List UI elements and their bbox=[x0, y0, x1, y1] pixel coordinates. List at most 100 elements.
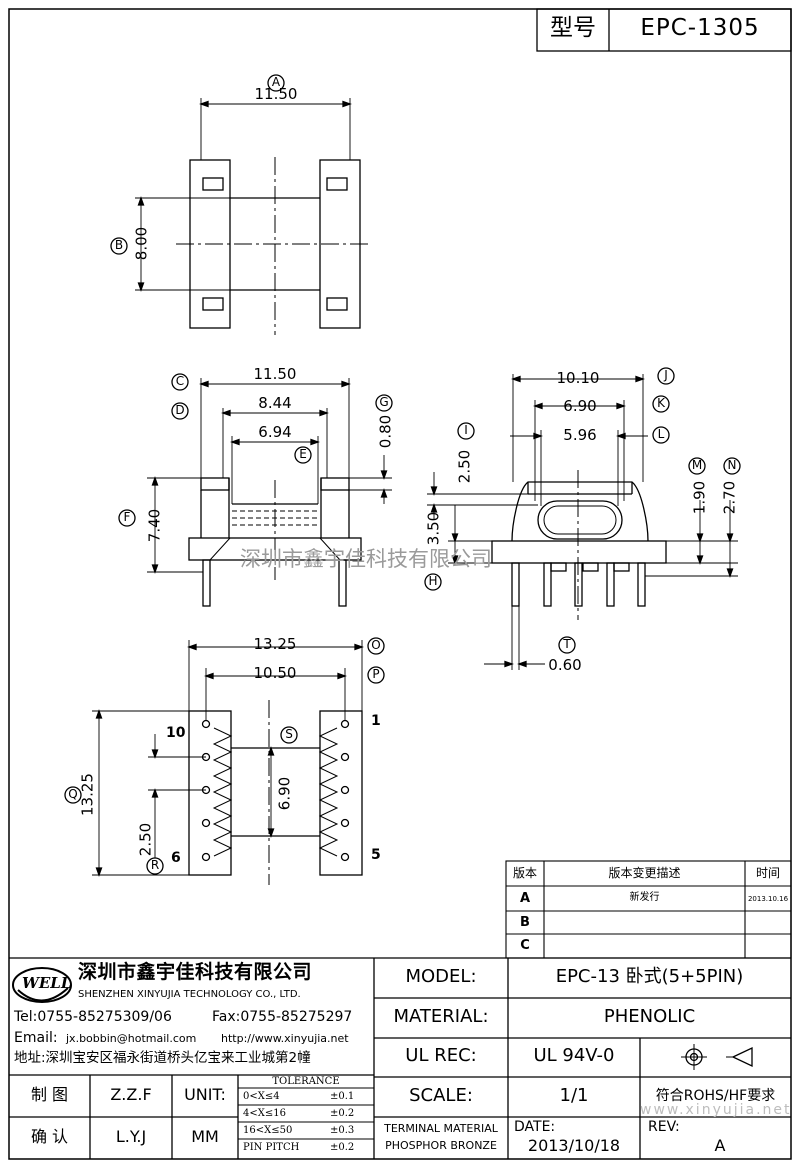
company-address: 地址:深圳宝安区福永街道桥头亿宝来工业城第2幢 bbox=[14, 1050, 311, 1066]
rev-row-c-rev: C bbox=[520, 938, 530, 953]
scale-label: SCALE: bbox=[409, 1085, 473, 1106]
company-tel: Tel:0755-85275309/06 bbox=[14, 1009, 172, 1025]
check-name: L.Y.J bbox=[115, 1127, 147, 1146]
dim-value-q: 13.25 bbox=[78, 773, 97, 816]
dim-value-t: 0.60 bbox=[548, 656, 582, 674]
rev-row-a-desc: 新发行 bbox=[629, 892, 660, 903]
check-label: 确 认 bbox=[30, 1127, 69, 1146]
pin-label-6: 6 bbox=[171, 850, 181, 866]
scale-value: 1/1 bbox=[559, 1085, 589, 1106]
rev-label: REV: bbox=[648, 1119, 680, 1135]
ulrec-value: UL 94V-0 bbox=[533, 1045, 615, 1066]
company-name-en: SHENZHEN XINYUJIA TECHNOLOGY CO., LTD. bbox=[78, 989, 301, 1000]
rev-header-version: 版本 bbox=[512, 866, 537, 880]
dim-tag-p: P bbox=[372, 667, 380, 681]
tolerance-value-2: ±0.2 bbox=[330, 1108, 355, 1119]
ulrec-label: UL REC: bbox=[405, 1045, 477, 1066]
projection-symbol-icon bbox=[681, 1044, 753, 1070]
dim-value-b: 8.00 bbox=[132, 226, 151, 261]
dim-value-a: 11.50 bbox=[254, 85, 298, 103]
tolerance-value-4: ±0.2 bbox=[330, 1142, 355, 1153]
date-value: 2013/10/18 bbox=[527, 1136, 621, 1155]
tolerance-range-4: PIN PITCH bbox=[243, 1142, 300, 1153]
rev-row-a-time: 2013.10.16 bbox=[747, 895, 789, 903]
pin-label-5: 5 bbox=[371, 847, 381, 863]
tolerance-title: TOLERANCE bbox=[272, 1076, 340, 1087]
dim-tag-f: F bbox=[123, 510, 131, 524]
model-label: MODEL: bbox=[405, 966, 477, 987]
dim-value-k: 6.90 bbox=[563, 397, 597, 415]
rev-value: A bbox=[714, 1136, 726, 1155]
tolerance-range-1: 0<X≤4 bbox=[243, 1091, 280, 1102]
date-label: DATE: bbox=[514, 1119, 556, 1135]
watermark: 深圳市鑫宇佳科技有限公司 bbox=[240, 547, 492, 571]
bottom-view bbox=[64, 637, 385, 885]
well-logo bbox=[12, 967, 72, 1003]
dim-tag-j: J bbox=[664, 368, 668, 382]
top-view bbox=[110, 74, 372, 335]
terminal-label: TERMINAL MATERIAL bbox=[384, 1122, 498, 1135]
dim-tag-q: Q bbox=[68, 787, 78, 801]
dim-value-m: 1.90 bbox=[690, 480, 709, 515]
title-block-grid bbox=[9, 957, 791, 1159]
company-name-cn: 深圳市鑫宇佳科技有限公司 bbox=[78, 961, 313, 983]
type-label: 型号 bbox=[550, 15, 596, 41]
dim-tag-t: T bbox=[563, 637, 571, 651]
dim-value-o: 13.25 bbox=[253, 635, 297, 653]
dim-value-e: 6.94 bbox=[258, 423, 292, 441]
tolerance-range-2: 4<X≤16 bbox=[243, 1108, 286, 1119]
header-box bbox=[536, 8, 792, 52]
dim-tag-a: A bbox=[271, 75, 281, 89]
pin-label-1: 1 bbox=[371, 713, 381, 729]
dim-value-r: 2.50 bbox=[136, 822, 155, 857]
draw-name: Z.Z.F bbox=[110, 1085, 152, 1104]
dim-value-h: 3.50 bbox=[424, 511, 443, 546]
dim-tag-c: C bbox=[175, 374, 185, 388]
model-value: EPC-13 卧式(5+5PIN) bbox=[555, 966, 744, 987]
side-view bbox=[424, 367, 741, 670]
dim-tag-g: G bbox=[379, 395, 389, 409]
material-label: MATERIAL: bbox=[393, 1006, 489, 1027]
rohs-note: 符合ROHS/HF要求 bbox=[655, 1088, 776, 1104]
dim-value-d: 8.44 bbox=[258, 394, 292, 412]
tolerance-value-1: ±0.1 bbox=[330, 1091, 355, 1102]
rev-row-b-rev: B bbox=[520, 915, 530, 930]
dim-tag-s: S bbox=[285, 727, 293, 741]
dim-value-s: 6.90 bbox=[275, 776, 294, 811]
dim-tag-e: E bbox=[299, 447, 307, 461]
pin-label-10: 10 bbox=[166, 725, 186, 741]
revision-table-grid bbox=[505, 860, 792, 959]
sheet-border bbox=[8, 8, 792, 1160]
dim-tag-i: I bbox=[464, 423, 468, 437]
dim-value-n: 2.70 bbox=[720, 480, 739, 515]
dim-tag-k: K bbox=[657, 396, 665, 410]
unit-value: MM bbox=[191, 1127, 219, 1146]
company-fax: Fax:0755-85275297 bbox=[212, 1009, 353, 1025]
dim-tag-h: H bbox=[428, 574, 438, 588]
terminal-value: PHOSPHOR BRONZE bbox=[385, 1139, 497, 1152]
dim-tag-m: M bbox=[691, 458, 703, 472]
draw-label: 制 图 bbox=[30, 1085, 69, 1104]
dim-value-f: 7.40 bbox=[145, 508, 164, 543]
dim-tag-n: N bbox=[727, 458, 737, 472]
dim-value-g: 0.80 bbox=[376, 414, 395, 449]
dim-tag-l: L bbox=[657, 427, 665, 441]
material-value: PHENOLIC bbox=[603, 1006, 696, 1027]
unit-label: UNIT: bbox=[184, 1085, 226, 1104]
rev-header-desc: 版本变更描述 bbox=[608, 866, 681, 880]
watermark-url: www.xinyujia.net bbox=[640, 1102, 792, 1118]
logo-text: WELL bbox=[22, 974, 72, 992]
dim-tag-r: R bbox=[150, 858, 160, 872]
dim-value-p: 10.50 bbox=[253, 664, 297, 682]
front-view bbox=[118, 373, 393, 607]
part-number: EPC-1305 bbox=[640, 15, 760, 41]
dim-tag-o: O bbox=[371, 638, 381, 652]
tolerance-range-3: 16<X≤50 bbox=[243, 1125, 293, 1136]
rev-header-time: 时间 bbox=[755, 866, 780, 880]
dim-tag-d: D bbox=[175, 403, 185, 417]
company-web: http://www.xinyujia.net bbox=[221, 1032, 349, 1045]
dim-value-c: 11.50 bbox=[253, 365, 297, 383]
dim-value-j: 10.10 bbox=[556, 369, 600, 387]
